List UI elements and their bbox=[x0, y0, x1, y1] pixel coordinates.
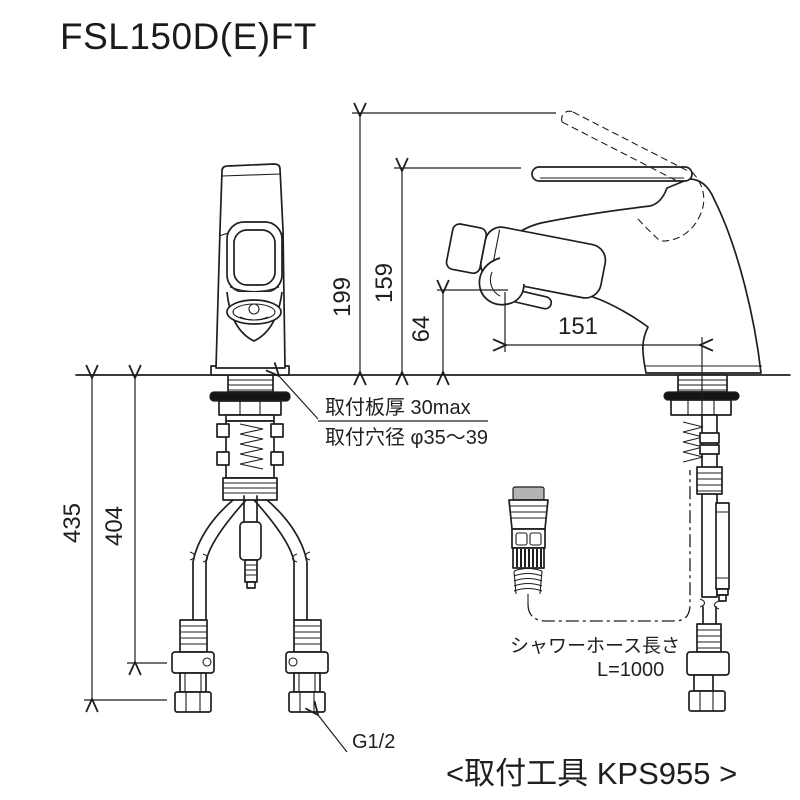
dim-hose-length: 435 bbox=[59, 503, 86, 543]
front-hose-connector-right bbox=[285, 619, 329, 713]
front-faucet-body bbox=[210, 163, 290, 376]
lever-handle-raised-phantom bbox=[561, 110, 705, 242]
shower-hose-route bbox=[527, 470, 691, 622]
mount-plate-note: 取付板厚 30max bbox=[325, 396, 471, 419]
spring bbox=[682, 421, 704, 463]
hose-break-marks bbox=[189, 551, 311, 563]
dimension-lines: 199 159 64 151 435 404 bbox=[59, 113, 702, 700]
thread-note: G1/2 bbox=[352, 731, 395, 753]
mounting-tool-note: <取付工具 KPS955 > bbox=[446, 756, 737, 791]
mount-leader-line bbox=[279, 376, 319, 420]
side-undercounter bbox=[663, 374, 740, 712]
dim-total-height: 199 bbox=[329, 277, 356, 317]
shower-hose-connector bbox=[508, 486, 549, 604]
spring bbox=[239, 423, 264, 470]
lever-handle bbox=[531, 166, 693, 182]
dim-spout-height: 159 bbox=[371, 263, 398, 303]
side-view bbox=[445, 110, 762, 712]
mounting-flange bbox=[209, 391, 291, 402]
model-number-title: FSL150D(E)FT bbox=[60, 16, 317, 57]
dim-aerator-height: 64 bbox=[408, 316, 435, 343]
hose-break-marks bbox=[699, 598, 720, 610]
thread-leader-line bbox=[318, 715, 348, 753]
dim-spout-reach: 151 bbox=[558, 313, 598, 340]
spray-trigger bbox=[478, 257, 525, 306]
annotations: 取付板厚 30max 取付穴径 φ35～39 G1/2 シャワーホース長さ L=… bbox=[279, 376, 737, 791]
shower-hose-note-line1: シャワーホース長さ bbox=[510, 636, 680, 657]
dim-hose-to-valve: 404 bbox=[101, 506, 128, 546]
front-hose-connector-left bbox=[171, 619, 215, 713]
front-undercounter bbox=[209, 374, 291, 501]
front-supply-hoses bbox=[189, 495, 311, 621]
front-view bbox=[171, 163, 329, 713]
shower-hose-note-line2: L=1000 bbox=[597, 659, 664, 681]
mount-hole-note: 取付穴径 φ35～39 bbox=[325, 426, 488, 449]
connector-cap bbox=[512, 486, 545, 501]
side-faucet-body bbox=[445, 110, 762, 374]
